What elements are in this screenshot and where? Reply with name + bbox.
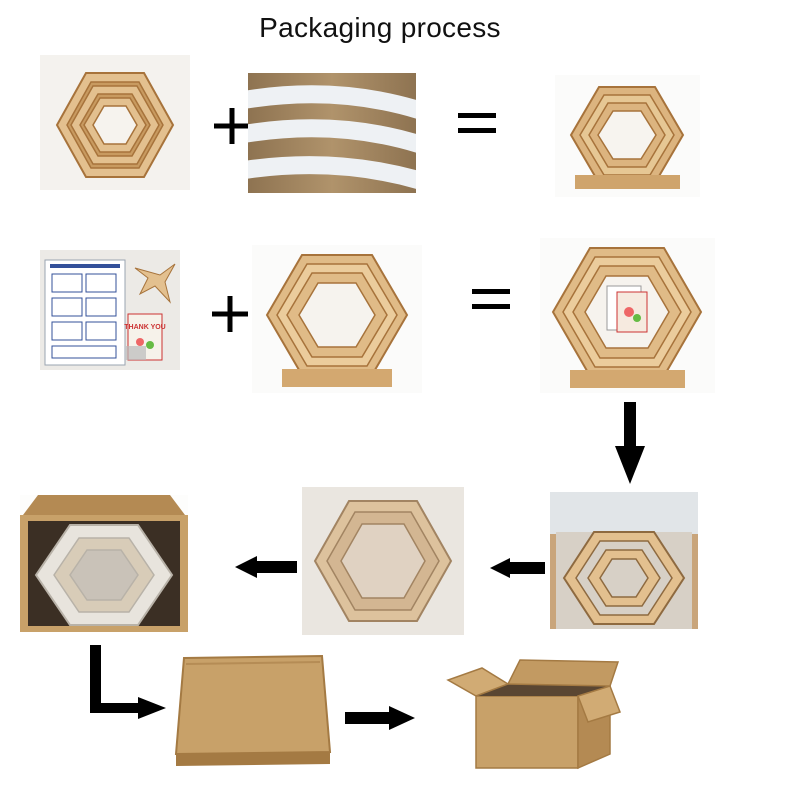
arrow-icon <box>615 402 645 484</box>
arrow-icon <box>490 558 545 578</box>
arrow-icon <box>88 645 166 723</box>
plus-icon <box>210 294 250 334</box>
hexagon-shelves-image <box>252 245 422 393</box>
stacked-hexagon-shelves-image <box>555 75 700 197</box>
wrapped-shelves-in-box-image <box>20 495 188 632</box>
bubble-wrapped-shelves-image <box>302 487 464 635</box>
foam-rings-image <box>248 73 416 193</box>
arrow-icon <box>345 706 415 730</box>
closed-box-image <box>172 652 334 770</box>
page-title: Packaging process <box>259 12 501 43</box>
hexagon-shelves-with-instructions-image <box>540 238 715 393</box>
equals-icon <box>472 286 510 312</box>
instruction-sheet-image: THANK YOU <box>40 250 180 370</box>
equals-icon <box>458 110 496 136</box>
arrow-icon <box>235 556 297 578</box>
hexagon-shelves-image <box>40 55 190 190</box>
plus-icon <box>212 106 252 146</box>
open-box-image <box>438 650 623 770</box>
shelves-on-bubble-wrap-image <box>550 492 698 629</box>
booklet-text: THANK YOU <box>124 324 165 331</box>
